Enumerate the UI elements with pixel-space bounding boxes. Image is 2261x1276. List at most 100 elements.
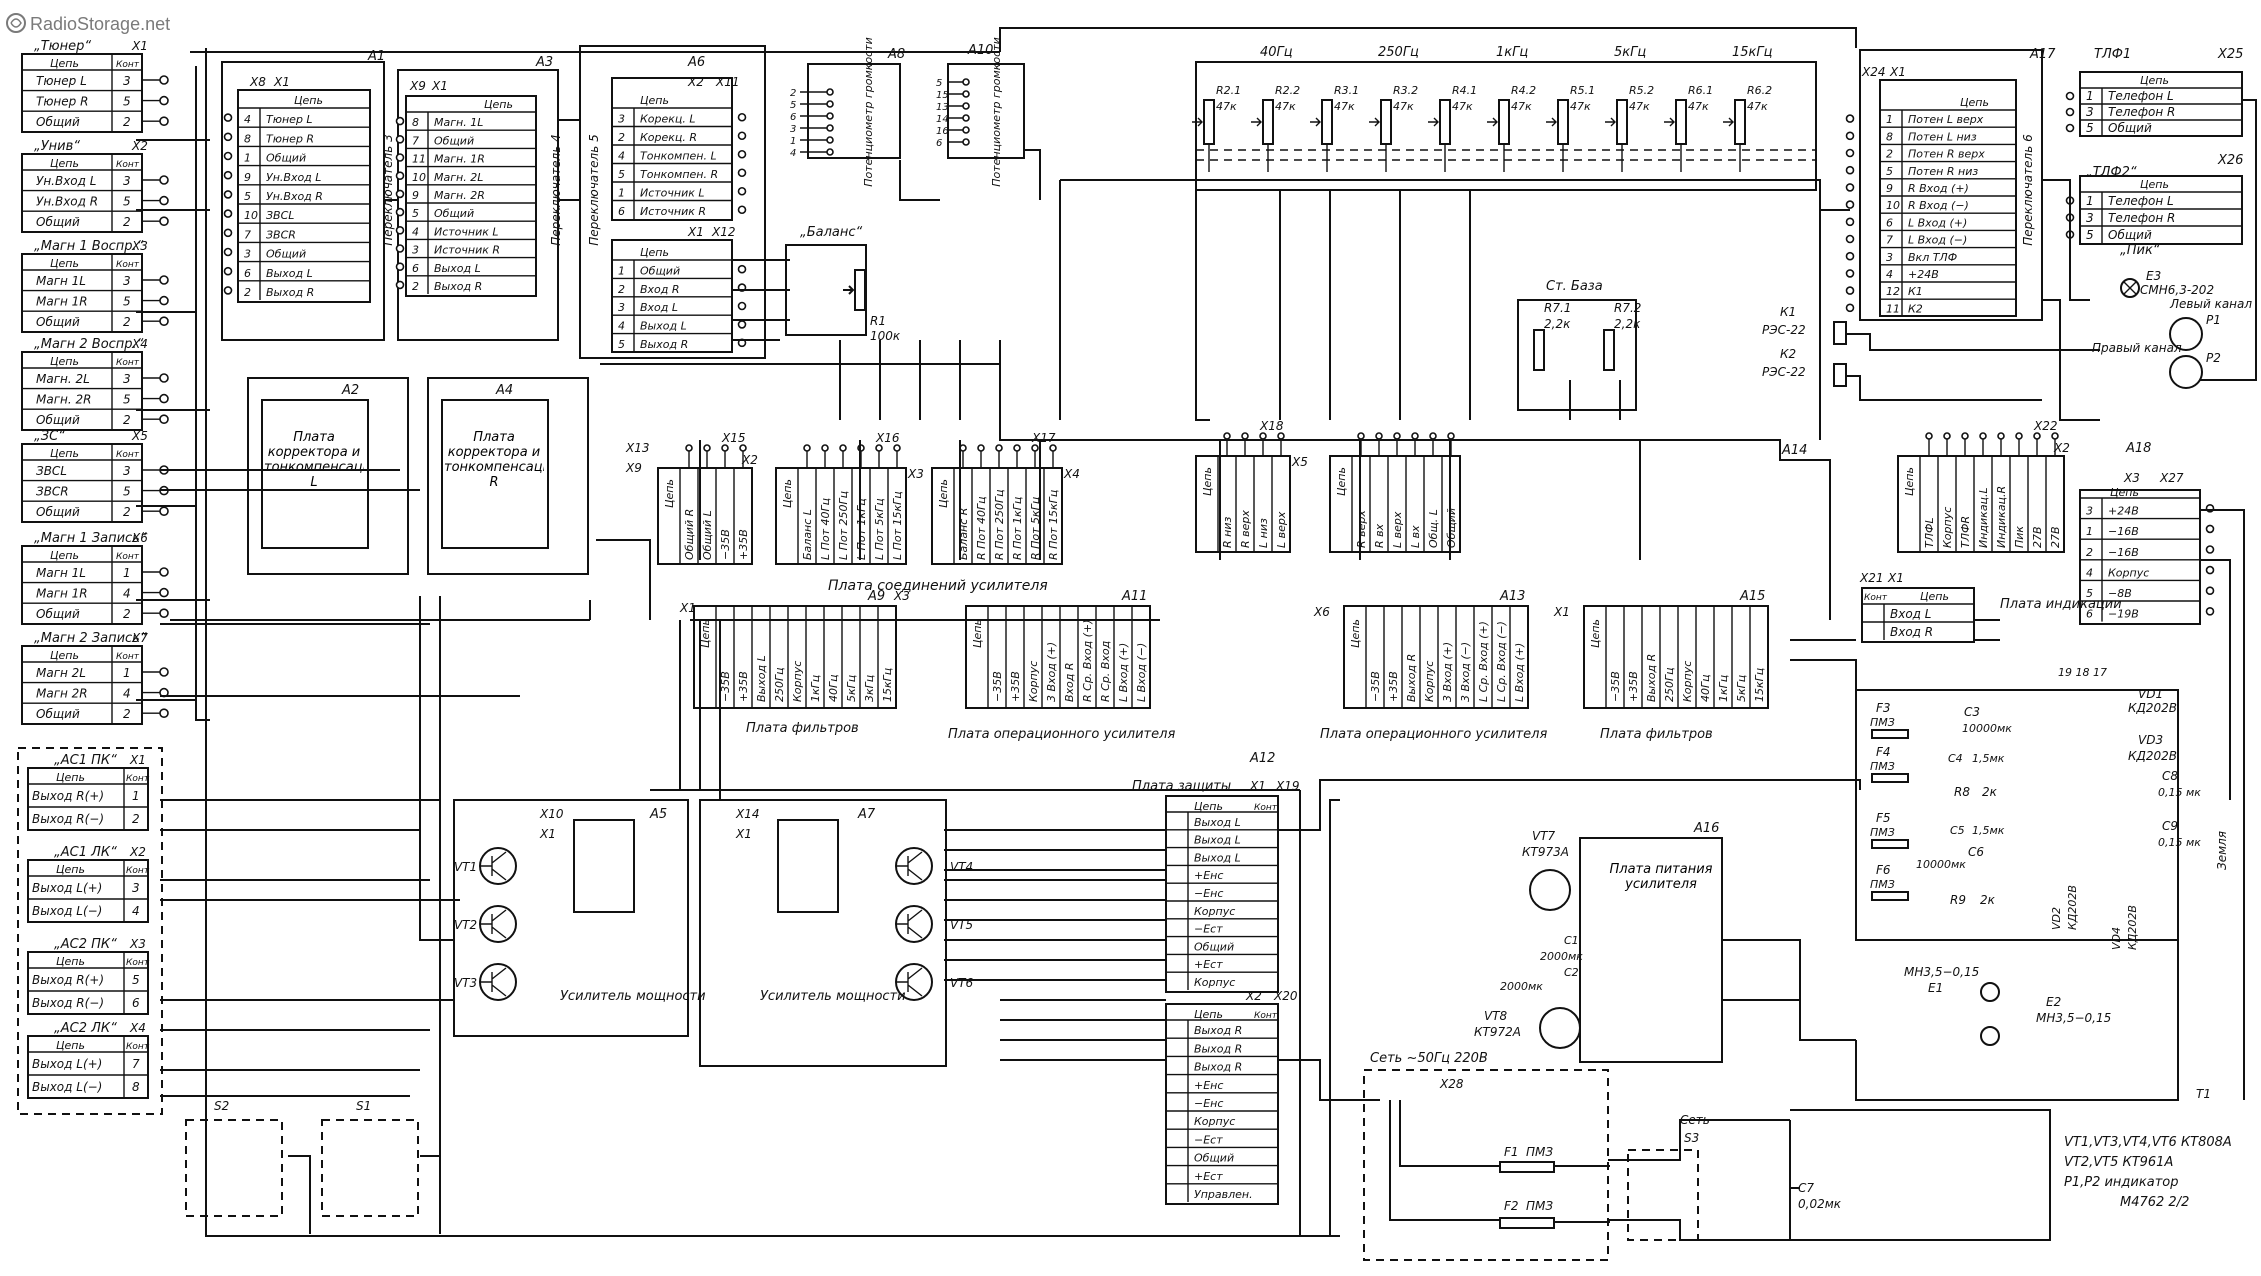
strip-row-x16-4: L Пот 5кГц — [873, 498, 886, 560]
a18-row-0: +24В — [2108, 505, 2139, 518]
conn-id-5: X6 — [131, 531, 148, 545]
a6b-row-3: Выход L — [640, 320, 687, 333]
k1-type: РЭС-22 — [1762, 323, 1806, 337]
a17-row-2: Потен R верх — [1908, 148, 1985, 161]
psu-fuse-type-3: ПМЗ — [1870, 878, 1895, 891]
eq-val-7: 47к — [1629, 100, 1650, 113]
board-row-a15-5: 40Гц — [1699, 674, 1712, 702]
conn-row-6-0: Магн 2L — [36, 666, 86, 680]
a3-pin-2: 11 — [412, 153, 426, 166]
a17-pin-5: 10 — [1886, 199, 1900, 212]
a8-pin-4: 1 — [790, 136, 796, 147]
a6-row-0: Корекц. L — [640, 113, 696, 126]
a6-pin-5: 6 — [618, 205, 625, 218]
a1-x1: X1 — [273, 75, 290, 89]
tlf-pin-2: 5 — [2086, 121, 2094, 135]
a6b-x1: X1 — [687, 225, 704, 239]
a18-x3: X3 — [2123, 471, 2140, 485]
a3-row-8: Выход L — [434, 262, 481, 275]
strip-row-x17-5: R Пот 15кГц — [1047, 490, 1060, 560]
board-row-a11-2: Корпус — [1027, 661, 1040, 702]
psu-fuse-type-1: ПМЗ — [1870, 760, 1895, 773]
strip-x-x18: X5 — [1291, 455, 1308, 469]
tlf2-row-1: Телефон R — [2108, 211, 2175, 225]
conn-row-5-2: Общий — [36, 607, 80, 621]
conn-pin-1-0: 3 — [123, 174, 131, 188]
conn-pin-6-0: 1 — [123, 666, 131, 680]
board-row-a11-3: 3 Вход (+) — [1045, 642, 1058, 702]
board-x-a9: X3 — [893, 589, 910, 603]
balance-pot: „Баланс“ R1 100к — [785, 225, 901, 343]
speaker-switches: S2 S1 — [185, 1099, 419, 1217]
strip-row-x16-1: L Пот 40Гц — [819, 498, 832, 560]
spk-pin-2-0: 5 — [132, 973, 140, 987]
a3-pin-5: 5 — [412, 207, 419, 220]
mains-input: Сеть ~50Гц 220В X28 F1 ПМЗ F2 ПМЗ Сеть S… — [1363, 1051, 1842, 1261]
tlf-row-2: Общий — [2108, 121, 2152, 135]
wiring — [136, 27, 2257, 1241]
c7-value: 0,02мк — [1798, 1197, 1842, 1211]
e3-lamp: СМН6,3-202 — [2140, 283, 2214, 297]
a12a-row-3: +Eнс — [1194, 869, 1223, 882]
r8-label: R8 — [1954, 785, 1970, 799]
s2-label: S2 — [214, 1099, 229, 1113]
a17-pin-8: 3 — [1886, 251, 1893, 264]
a3-vlabel: Переключатель 4 — [549, 134, 563, 245]
a1-row-8: Выход L — [266, 267, 313, 280]
board-row-a11-5: R Ср. Вход (+) — [1081, 620, 1094, 702]
spk-row-2-1: Выход R(−) — [32, 996, 104, 1010]
strip-row-x17-0: Баланс R — [957, 508, 970, 560]
power-board-a16: A16 Плата питания усилителя VT7 КТ973А 2… — [1474, 821, 1723, 1063]
a12a-row-7: Общий — [1194, 940, 1234, 953]
eq-freq-4: 15кГц — [1732, 45, 1773, 60]
spk-id-2: X3 — [129, 937, 146, 951]
spk-id-1: X2 — [129, 845, 146, 859]
vt7-label: VT7 — [1532, 829, 1556, 843]
c9-label: C9 — [2162, 819, 2178, 833]
board-label-a9: Плата фильтров — [746, 721, 859, 736]
board-row-a11-7: L Вход (+) — [1117, 643, 1130, 702]
tlf2-pin-0: 1 — [2086, 194, 2094, 208]
component-notes: VT1,VT3,VT4,VT6 КТ808А VT2,VT5 КТ961А P1… — [2064, 1135, 2232, 1210]
conn-pin-4-0: 3 — [123, 464, 131, 478]
strip-row-x18-1: R верх — [1239, 510, 1252, 548]
transistor-label-4: VT5 — [950, 918, 973, 932]
eq-res-0: R2.1 — [1216, 84, 1241, 97]
a17-hdr: Цепь — [1960, 96, 1989, 109]
a3-pin-3: 10 — [412, 171, 426, 184]
spk-pin-1-1: 4 — [132, 904, 140, 918]
strip-hdr-x15: Цепь — [663, 479, 676, 508]
c6-value: 10000мк — [1916, 858, 1966, 871]
conn-title-0: „Тюнер“ — [34, 39, 91, 54]
corrector-board-r: A4 Плата корректора и тонкомпенсации R — [427, 377, 589, 575]
conn-pin-2-1: 5 — [123, 295, 131, 309]
spk-hdr-1: Цепь — [56, 863, 85, 876]
spk-title-2: „АС2 ПК“ — [54, 937, 117, 952]
note-4: М4762 2/2 — [2120, 1195, 2189, 1210]
conn-pin-3-0: 3 — [123, 372, 131, 386]
strip-row-x6r-2: L верх — [1391, 511, 1404, 548]
tlf-row-0: Телефон L — [2108, 89, 2174, 103]
a18-pin-1: 1 — [2086, 525, 2093, 538]
a18b-hdr: Цепь — [1920, 590, 1949, 603]
conn-pin-4-2: 2 — [123, 505, 131, 519]
a1-pin-2: 1 — [244, 152, 251, 165]
a6-row-3: Тонкомпен. R — [640, 168, 718, 181]
conn-pin-3-2: 2 — [123, 413, 131, 427]
a8-label: A8 — [887, 47, 905, 62]
a12a-row-9: Корпус — [1194, 976, 1235, 989]
conn-title-5: „Магн 1 Запись“ — [34, 531, 147, 546]
a6-x11: X11 — [715, 75, 740, 89]
a3-pin-0: 8 — [412, 116, 419, 129]
conn-hdr-6: Цепь — [50, 649, 79, 662]
eq-pot-0 — [1203, 99, 1215, 145]
spk-row-2-0: Выход R(+) — [32, 973, 104, 987]
pik-title: „Пик“ — [2120, 243, 2160, 258]
conn-id-0: X1 — [131, 39, 148, 53]
a17-pin-7: 7 — [1886, 234, 1893, 247]
a6-x2: X2 — [687, 75, 704, 89]
a18b-row-0: Вход L — [1890, 607, 1931, 621]
conn-pin-2-2: 2 — [123, 315, 131, 329]
r71-value: 2,2к — [1544, 317, 1571, 331]
board-id-a13: A13 — [1499, 589, 1525, 604]
